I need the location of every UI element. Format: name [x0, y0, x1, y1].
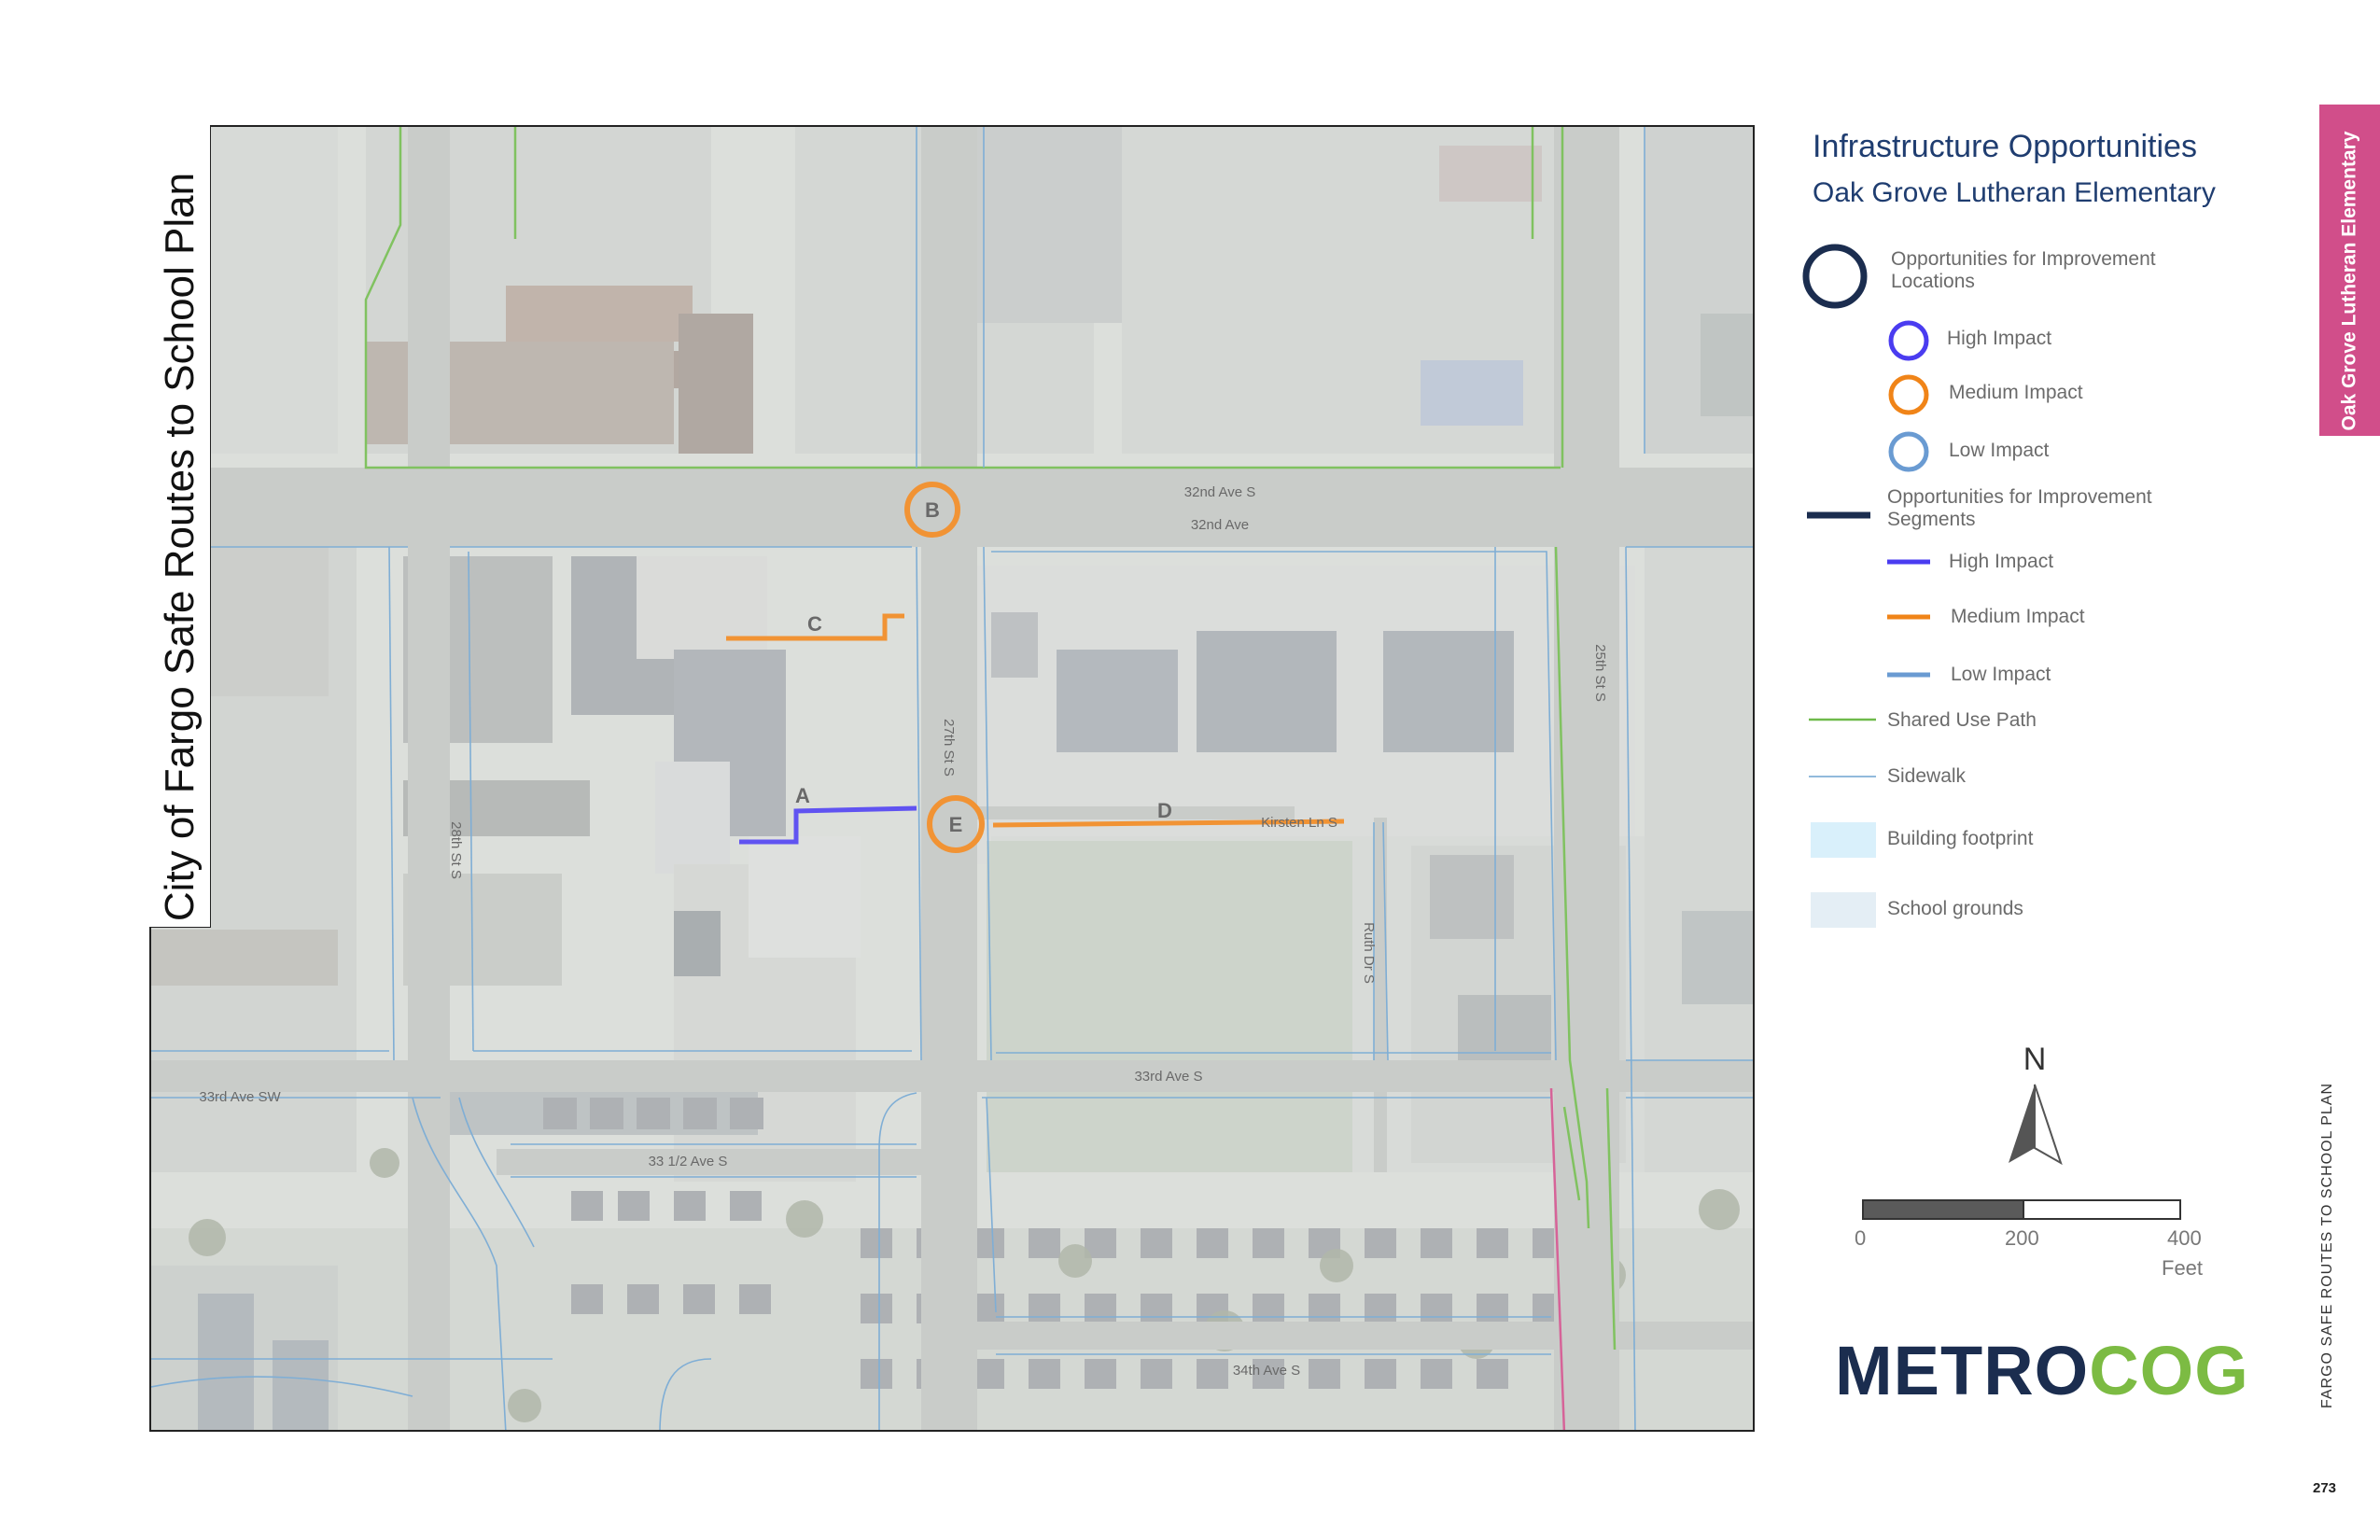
street-label-ruth-dr-s: Ruth Dr S — [1361, 922, 1377, 984]
segment-c-medium — [726, 613, 904, 641]
scale-tick-0: 0 — [1855, 1226, 1867, 1250]
legend-loc-medium: Medium Impact — [1949, 382, 2083, 403]
legend-shared-use-path-icon — [1809, 718, 1876, 721]
legend-loc-low: Low Impact — [1949, 440, 2050, 461]
legend-segments-heading: Opportunities for Improvement Segments — [1887, 486, 2152, 530]
marker-d: D — [1157, 799, 1172, 822]
legend-high-impact-line-icon — [1887, 559, 1930, 565]
legend-location-ring-icon — [1802, 244, 1868, 309]
legend-high-impact-circle-icon — [1888, 320, 1929, 361]
street-label-33-half-ave-s: 33 1/2 Ave S — [649, 1154, 728, 1169]
map-canvas: B E C A D 32nd Ave S 32nd Ave 33rd Ave S… — [151, 127, 1753, 1430]
metrocog-logo: METROCOG — [1835, 1332, 2249, 1409]
legend-school-grounds-swatch — [1811, 892, 1876, 928]
scale-unit: Feet — [2162, 1256, 2204, 1280]
marker-a: A — [795, 784, 810, 807]
location-b-medium — [904, 482, 960, 538]
segment-a-high — [739, 805, 917, 845]
scale-tick-200: 200 — [2005, 1226, 2039, 1250]
legend-seg-medium: Medium Impact — [1951, 606, 2085, 627]
marker-b: B — [925, 498, 940, 522]
legend-title: Infrastructure Opportunities — [1813, 129, 2197, 164]
side-title: City of Fargo Safe Routes to School Plan — [157, 172, 203, 922]
legend-seg-low: Low Impact — [1951, 664, 2051, 685]
legend-low-impact-line-icon — [1887, 672, 1930, 678]
street-label-28th-st-s: 28th St S — [448, 821, 464, 879]
segment-d-medium — [992, 819, 1345, 828]
legend-shared-use-path: Shared Use Path — [1887, 709, 2037, 731]
street-label-33rd-ave-s: 33rd Ave S — [1134, 1069, 1202, 1085]
scale-bar — [1862, 1199, 2181, 1220]
legend-medium-impact-circle-icon — [1888, 374, 1929, 415]
legend-seg-high: High Impact — [1949, 551, 2054, 572]
street-label-33rd-ave-sw: 33rd Ave SW — [199, 1089, 281, 1105]
legend-loc-high: High Impact — [1947, 328, 2052, 349]
scale-tick-400: 400 — [2167, 1226, 2202, 1250]
map-roads — [151, 127, 1753, 1430]
street-label-kirsten-ln-s: Kirsten Ln S — [1261, 815, 1337, 831]
legend-locations-heading: Opportunities for Improvement Locations — [1891, 248, 2156, 292]
legend-building-footprint: Building footprint — [1887, 828, 2034, 849]
marker-c: C — [807, 612, 822, 636]
footer-plan-title: FARGO SAFE ROUTES TO SCHOOL PLAN — [2319, 1082, 2335, 1408]
map-sidewalks — [151, 127, 1753, 1430]
legend-sidewalk-icon — [1809, 776, 1876, 777]
map-shared-use-path-east — [1562, 1106, 1581, 1201]
legend-building-footprint-swatch — [1811, 822, 1876, 858]
street-label-32nd-ave: 32nd Ave — [1191, 517, 1249, 533]
location-e-medium — [927, 795, 985, 853]
legend-sidewalk: Sidewalk — [1887, 765, 1967, 787]
side-title-box — [149, 125, 211, 928]
map-road-edge — [1549, 1087, 1566, 1430]
map-haze — [151, 127, 1753, 1430]
street-label-32nd-ave-s: 32nd Ave S — [1184, 484, 1255, 500]
school-tab: Oak Grove Lutheran Elementary — [2319, 105, 2380, 436]
school-tab-label: Oak Grove Lutheran Elementary — [2338, 131, 2360, 431]
legend-low-impact-circle-icon — [1888, 431, 1929, 472]
map-frame[interactable]: B E C A D 32nd Ave S 32nd Ave 33rd Ave S… — [149, 125, 1755, 1432]
marker-e: E — [949, 813, 963, 836]
street-label-25th-st-s: 25th St S — [1592, 644, 1608, 702]
legend-segment-line-icon — [1807, 511, 1870, 519]
legend-school-grounds: School grounds — [1887, 898, 2023, 919]
north-label: N — [2023, 1042, 2047, 1077]
street-label-27th-st-s: 27th St S — [941, 719, 957, 777]
legend-medium-impact-line-icon — [1887, 614, 1930, 620]
north-arrow-icon — [2009, 1084, 2063, 1166]
legend-subtitle: Oak Grove Lutheran Elementary — [1813, 177, 2216, 208]
map-shared-use-paths — [364, 127, 1617, 1351]
street-label-34th-ave-s: 34th Ave S — [1233, 1363, 1300, 1379]
page-number: 273 — [2313, 1480, 2337, 1496]
